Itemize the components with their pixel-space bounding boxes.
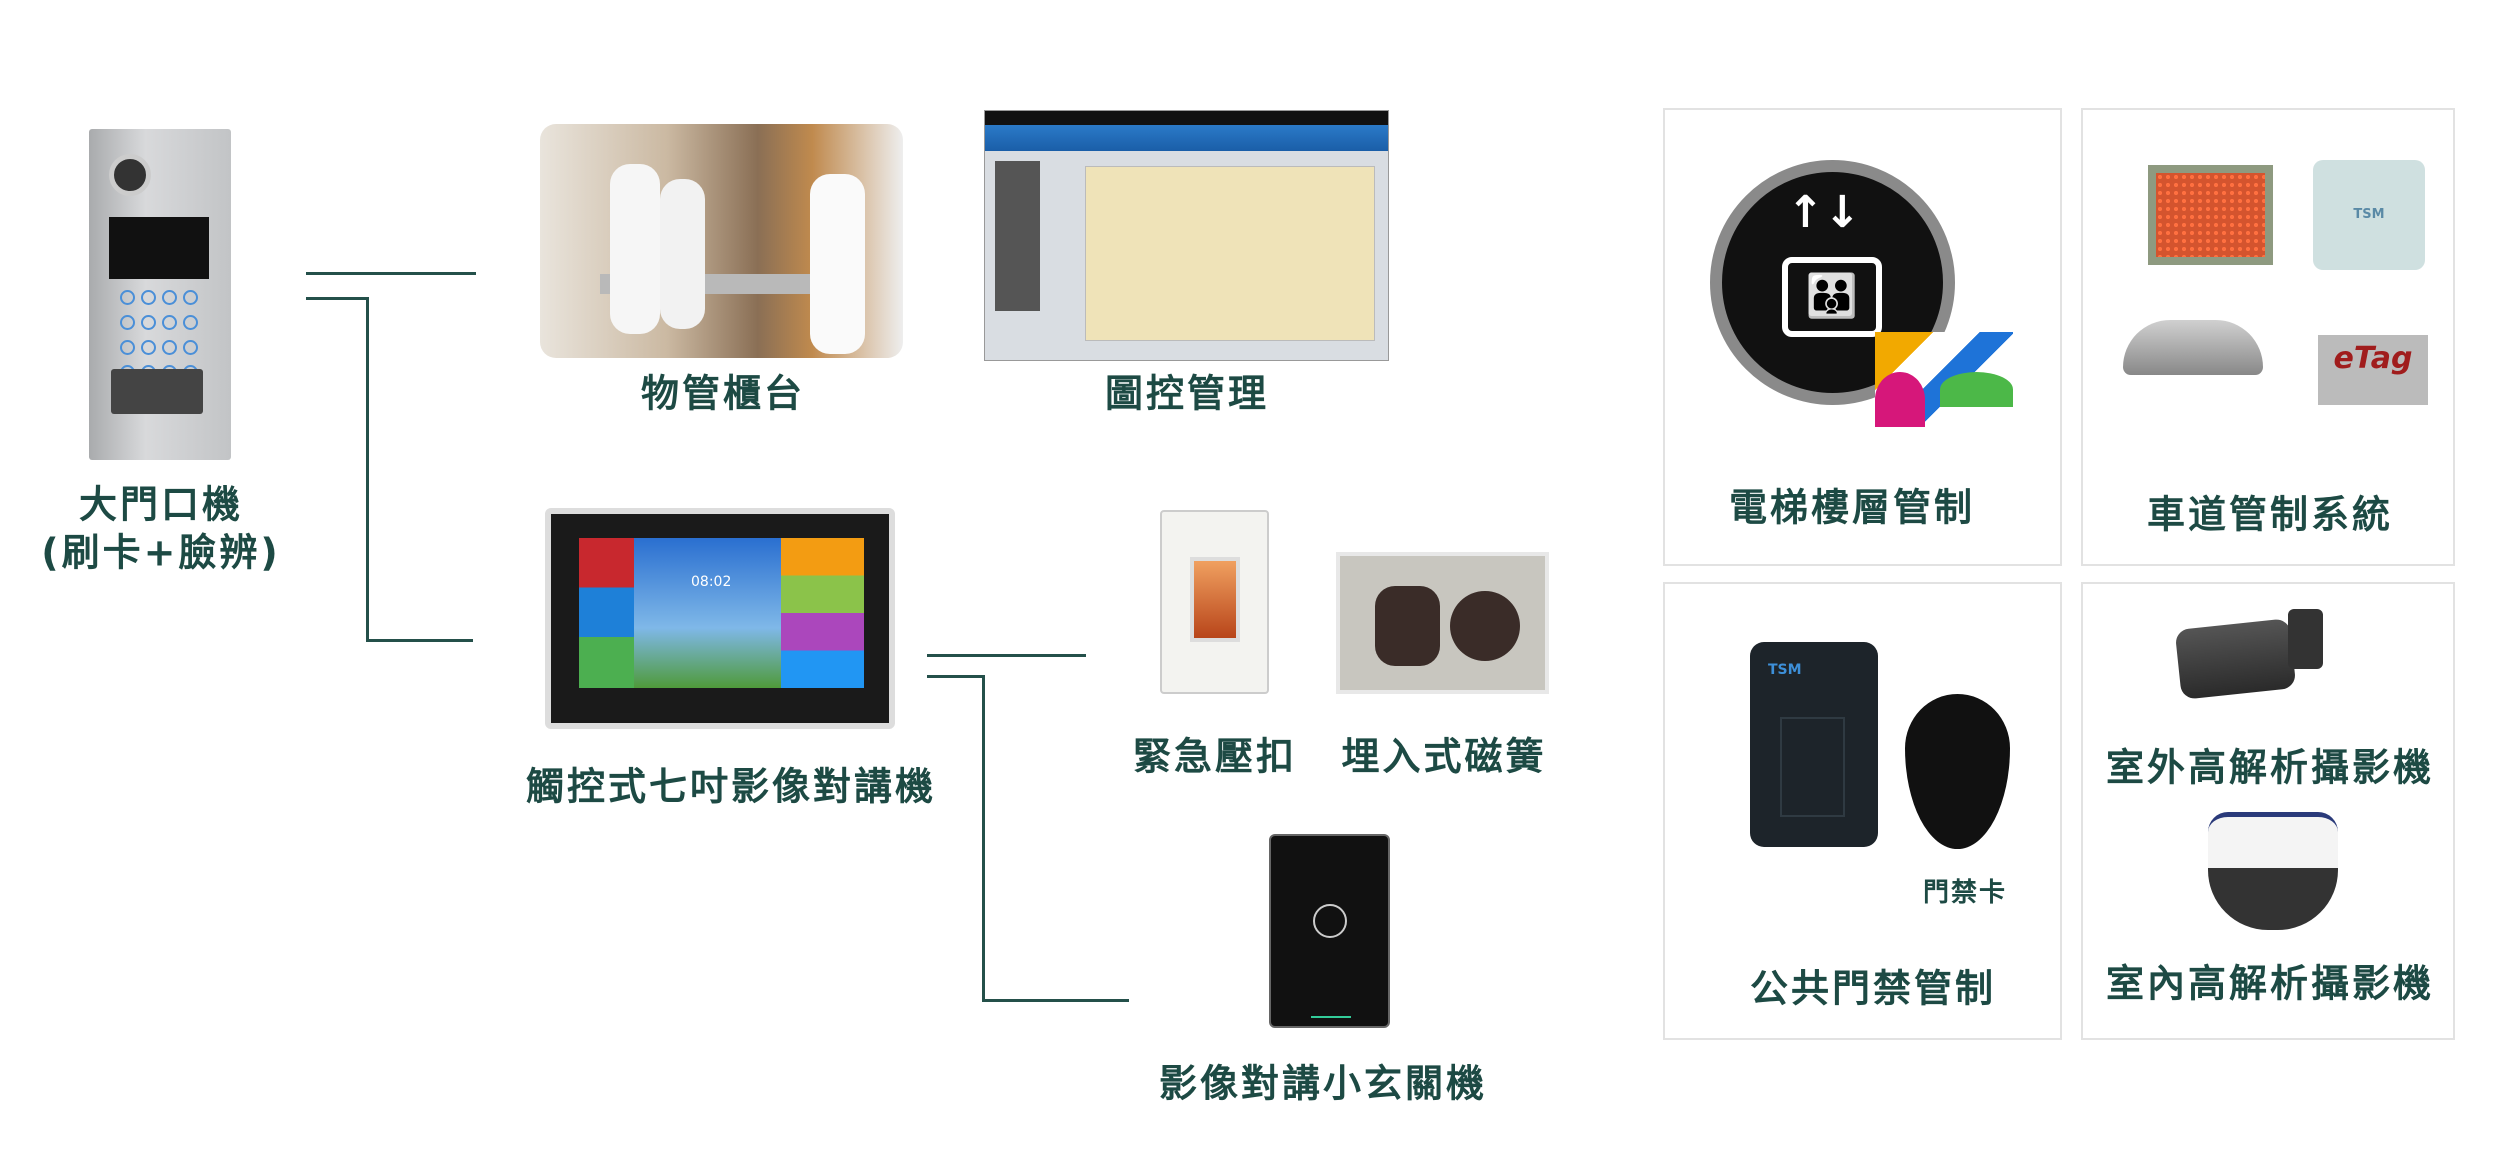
map-control-screenshot (984, 110, 1389, 361)
indoor-camera-label: 室內高解析攝影機 (2105, 961, 2435, 1006)
car-icon (2123, 320, 2263, 375)
front-desk-label: 物管櫃台 (640, 371, 806, 416)
main-station-label: 大門口機 (78, 482, 244, 527)
connector-line (306, 297, 369, 300)
main-station-sublabel: (刷卡+臉辨) (41, 530, 281, 575)
driveway-system-label: 車道管制系統 (2146, 492, 2394, 537)
connector-line (982, 999, 1129, 1002)
connector-line (366, 639, 473, 642)
connector-line (306, 272, 476, 275)
outdoor-camera-label: 室外高解析攝影機 (2105, 745, 2435, 790)
magnetic-reed-label: 埋入式磁簧 (1341, 734, 1547, 779)
touch-intercom-image: 08:02 (545, 508, 895, 729)
outdoor-camera-image (2174, 618, 2297, 700)
tablet-time: 08:02 (691, 574, 732, 590)
etag-image: eTag (2318, 335, 2428, 405)
panel-elevator-control: ↑↓ 👪 電梯樓層管制 (1663, 108, 2062, 566)
small-intercom-label: 影像對講小玄關機 (1158, 1061, 1488, 1106)
indoor-camera-image (2208, 812, 2338, 930)
rfid-reader-image: TSM (2313, 160, 2425, 270)
small-intercom-image (1269, 834, 1390, 1028)
front-desk-photo (540, 124, 903, 358)
easycard-image (1875, 332, 2013, 427)
connector-line (982, 675, 985, 1002)
access-card-label: 門禁卡 (1923, 878, 2008, 908)
magnetic-reed-image (1336, 552, 1549, 694)
panel-driveway-system: TSM eTag 車道管制系統 (2081, 108, 2455, 566)
card-reader-image: TSM (1750, 642, 1878, 847)
led-display-image (2148, 165, 2273, 265)
access-control-label: 公共門禁管制 (1749, 966, 1997, 1011)
connector-line (366, 297, 369, 641)
panel-access-control: TSM 門禁卡 公共門禁管制 (1663, 582, 2062, 1040)
emergency-button-label: 緊急壓扣 (1132, 734, 1298, 779)
panel-cameras: 室外高解析攝影機 室內高解析攝影機 (2081, 582, 2455, 1040)
door-station-image (89, 129, 231, 460)
connector-line (927, 654, 1086, 657)
key-fob-icon (1905, 694, 2010, 849)
map-control-label: 圖控管理 (1104, 371, 1270, 416)
elevator-control-label: 電梯樓層管制 (1728, 485, 1976, 530)
touch-intercom-label: 觸控式七吋影像對講機 (525, 764, 937, 809)
connector-line (927, 675, 985, 678)
emergency-button-image (1160, 510, 1269, 694)
